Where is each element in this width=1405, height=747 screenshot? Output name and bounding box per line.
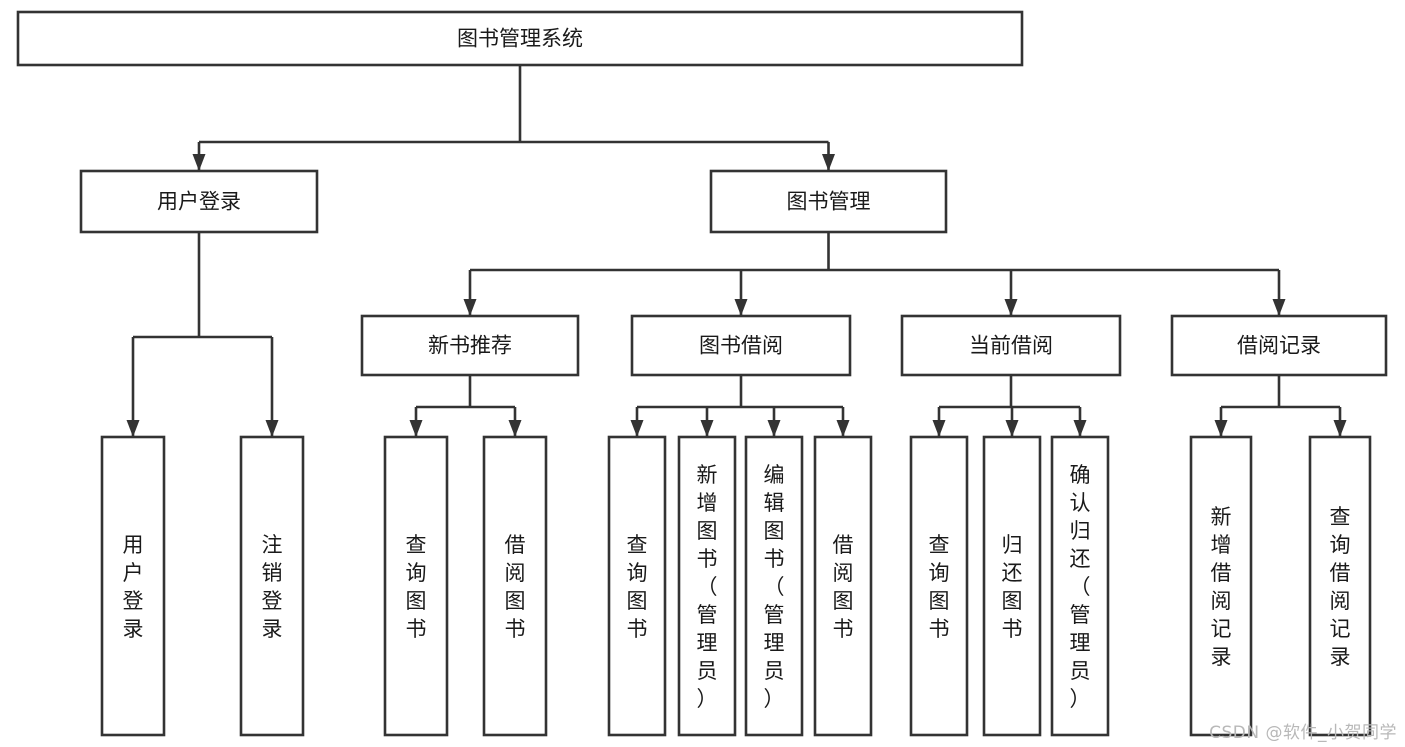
node-box xyxy=(982,435,1042,737)
arrow-head-icon xyxy=(1272,299,1286,316)
node-leaf-logout[interactable]: 注销登录 xyxy=(239,435,305,737)
node-box xyxy=(744,435,804,737)
node-box xyxy=(1308,435,1372,737)
node-new-book-recommend[interactable]: 新书推荐 xyxy=(360,314,580,377)
arrow-head-icon xyxy=(822,154,835,171)
node-leaf-confirm-return[interactable]: 确认归还（管理员） xyxy=(1050,435,1110,737)
arrow-head-icon xyxy=(836,420,850,437)
node-box xyxy=(900,314,1122,377)
arrow-head-icon xyxy=(409,420,423,437)
node-label: 确认归还（管理员） xyxy=(1070,463,1091,711)
arrow-head-icon xyxy=(508,420,522,437)
node-label: 借阅记录 xyxy=(1237,334,1321,358)
node-current-borrow[interactable]: 当前借阅 xyxy=(900,314,1122,377)
node-label: 新增图书（管理员） xyxy=(697,463,718,711)
node-label: 查询图书 xyxy=(929,533,950,641)
arrow-head-icon xyxy=(767,420,781,437)
node-box xyxy=(16,10,1024,67)
node-box xyxy=(1170,314,1388,377)
connectors-layer xyxy=(126,65,1347,437)
arrow-head-icon xyxy=(126,420,140,437)
node-label: 归还图书 xyxy=(1002,533,1023,641)
node-box xyxy=(100,435,166,737)
node-box xyxy=(709,169,948,234)
node-label: 注销登录 xyxy=(262,533,283,641)
node-box xyxy=(909,435,969,737)
node-leaf-user-login[interactable]: 用户登录 xyxy=(100,435,166,737)
arrow-head-icon xyxy=(192,154,206,171)
node-label: 查询借阅记录 xyxy=(1330,505,1351,669)
node-label: 借阅图书 xyxy=(505,533,526,641)
arrow-head-icon xyxy=(1004,299,1018,316)
node-leaf-query-book-borrow[interactable]: 查询图书 xyxy=(607,435,667,737)
node-box xyxy=(677,435,737,737)
node-label: 新增借阅记录 xyxy=(1211,505,1232,669)
node-label: 图书管理系统 xyxy=(457,27,583,51)
node-label: 当前借阅 xyxy=(969,334,1053,358)
node-leaf-borrow-book-rec[interactable]: 借阅图书 xyxy=(482,435,548,737)
node-label: 新书推荐 xyxy=(428,334,512,358)
node-box xyxy=(813,435,873,737)
arrow-head-icon xyxy=(630,420,644,437)
node-box xyxy=(383,435,449,737)
arrow-head-icon xyxy=(265,420,279,437)
node-box xyxy=(1050,435,1110,737)
nodes-layer: 图书管理系统用户登录图书管理新书推荐图书借阅当前借阅借阅记录用户登录注销登录查询… xyxy=(16,10,1388,737)
arrow-head-icon xyxy=(734,299,748,316)
node-book-borrow[interactable]: 图书借阅 xyxy=(630,314,852,377)
node-leaf-query-book-cur[interactable]: 查询图书 xyxy=(909,435,969,737)
node-label: 借阅图书 xyxy=(833,533,854,641)
node-box xyxy=(630,314,852,377)
arrow-head-icon xyxy=(932,420,946,437)
node-leaf-borrow-book[interactable]: 借阅图书 xyxy=(813,435,873,737)
node-box xyxy=(79,169,319,234)
node-label: 查询图书 xyxy=(627,533,648,641)
arrow-head-icon xyxy=(1333,420,1347,437)
arrow-head-icon xyxy=(700,420,714,437)
node-leaf-add-book[interactable]: 新增图书（管理员） xyxy=(677,435,737,737)
node-leaf-edit-book[interactable]: 编辑图书（管理员） xyxy=(744,435,804,737)
node-leaf-query-book-rec[interactable]: 查询图书 xyxy=(383,435,449,737)
node-borrow-record[interactable]: 借阅记录 xyxy=(1170,314,1388,377)
node-book-manage[interactable]: 图书管理 xyxy=(709,169,948,234)
node-box xyxy=(360,314,580,377)
node-leaf-add-record[interactable]: 新增借阅记录 xyxy=(1189,435,1253,737)
node-box xyxy=(607,435,667,737)
node-box xyxy=(239,435,305,737)
node-root[interactable]: 图书管理系统 xyxy=(16,10,1024,67)
node-label: 图书借阅 xyxy=(699,334,783,358)
arrow-head-icon xyxy=(1214,420,1228,437)
arrow-head-icon xyxy=(1073,420,1087,437)
arrow-head-icon xyxy=(1005,420,1019,437)
node-label: 查询图书 xyxy=(406,533,427,641)
node-user-login[interactable]: 用户登录 xyxy=(79,169,319,234)
node-box xyxy=(482,435,548,737)
node-label: 用户登录 xyxy=(157,190,241,214)
node-label: 编辑图书（管理员） xyxy=(764,463,785,711)
node-leaf-query-record[interactable]: 查询借阅记录 xyxy=(1308,435,1372,737)
node-leaf-return-book[interactable]: 归还图书 xyxy=(982,435,1042,737)
node-label: 图书管理 xyxy=(787,190,871,214)
node-box xyxy=(1189,435,1253,737)
node-label: 用户登录 xyxy=(123,533,144,641)
arrow-head-icon xyxy=(463,299,477,316)
